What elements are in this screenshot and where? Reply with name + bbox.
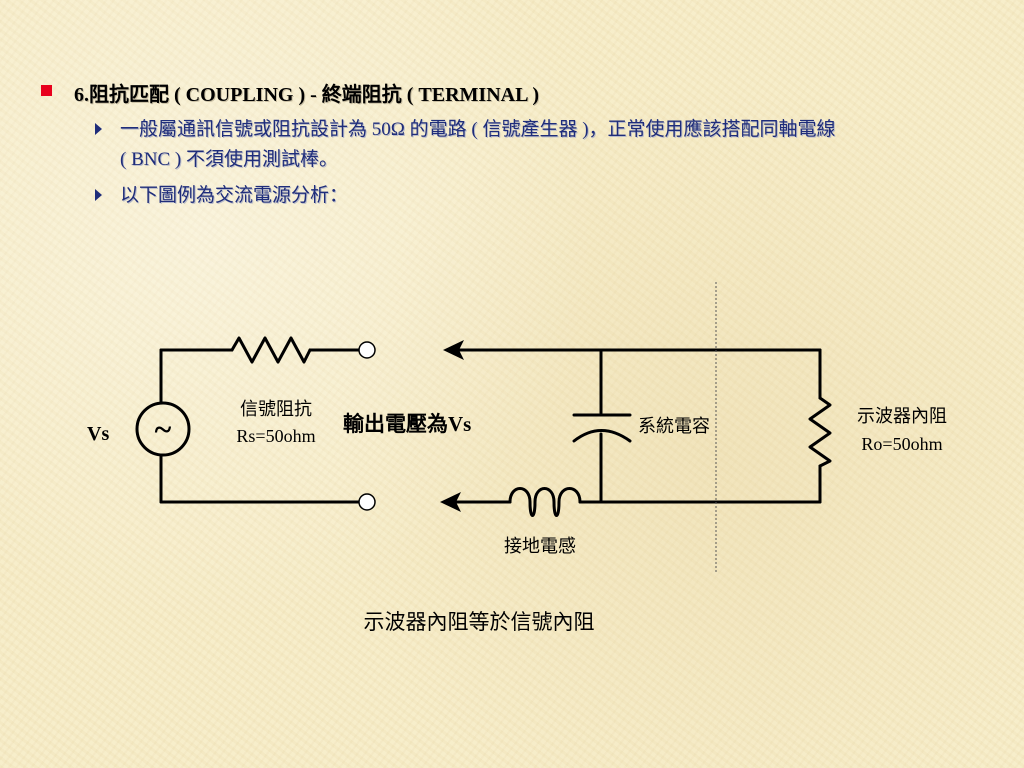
terminal-bottom [358,493,376,511]
bullet-2-line-1: 以下圖例為交流電源分析： [120,185,349,206]
title-bullet [41,85,52,96]
slide-title: 6.阻抗匹配 ( COUPLING ) - 終端阻抗 ( TERMINAL ) [74,84,539,106]
resistor-ro [808,396,832,468]
ro-label-value: Ro=50ohm [861,434,942,454]
ac-source-symbol: ~ [155,411,172,447]
capacitor-label: 系統電容 [638,416,710,436]
ro-label-name: 示波器內阻 [857,406,947,426]
arrow-bottom [440,492,461,512]
output-voltage-label: 輸出電壓為Vs [343,412,471,436]
bullet-marker-1 [95,123,102,135]
vs-label: Vs [87,423,109,445]
bullet-1-line-1: 一般屬通訊信號或阻抗設計為 50Ω 的電路 ( 信號產生器 )，正常使用應該搭配… [120,119,836,140]
rs-label-name: 信號阻抗 [240,399,312,419]
bottom-caption: 示波器內阻等於信號內阻 [364,610,595,634]
resistor-rs [230,336,312,364]
capacitor-plate-bottom [572,429,632,443]
arrow-top [443,340,464,360]
bullet-1-line-2: ( BNC ) 不須使用測試棒。 [120,149,338,170]
inductor-label: 接地電感 [504,536,576,556]
ac-source-circle [135,401,191,457]
rs-label-value: Rs=50ohm [236,426,315,446]
inductor-coil [508,487,582,517]
bullet-marker-2 [95,189,102,201]
terminal-top [358,341,376,359]
